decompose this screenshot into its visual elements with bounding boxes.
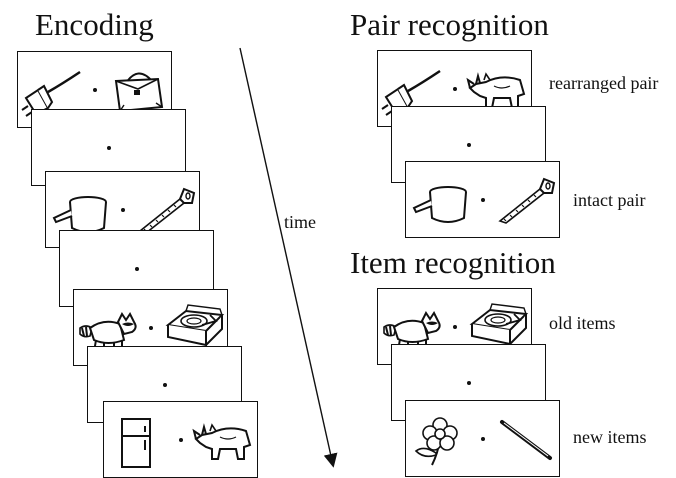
saw-icon [496,175,556,225]
record-player-icon [164,303,225,353]
fixation-dot [452,86,457,91]
refrigerator-icon [108,418,168,468]
flower-icon [410,417,470,467]
fixation-dot [480,436,485,441]
raccoon-icon [382,305,442,355]
new-items-label: new items [573,427,647,447]
fixation-dot [452,324,457,329]
fixation-dot [162,382,167,387]
fixation-dot [148,325,153,330]
fixation-dot [466,142,471,147]
handbag-icon [108,65,168,115]
intact-pair-label: intact pair [573,190,646,210]
rhinoceros-icon [466,64,528,114]
encoding-heading: Encoding [35,7,154,42]
fixation-dot [178,437,183,442]
record-player-icon [468,302,529,352]
rhinoceros-icon [192,415,254,465]
fixation-dot [106,145,111,150]
encoding-card-7 [103,401,258,478]
plug-icon [21,68,82,118]
rearranged-pair-label: rearranged pair [549,73,659,93]
pair-recognition-heading: Pair recognition [350,7,549,42]
pair-card-3 [405,161,560,238]
stick-icon [496,414,556,464]
time-label: time [284,212,316,232]
fixation-dot [466,380,471,385]
fixation-dot [480,197,485,202]
fixation-dot [92,87,97,92]
fixation-dot [120,207,125,212]
item-card-3 [405,400,560,477]
pot-icon [410,178,470,228]
fixation-dot [134,266,139,271]
pot-icon [50,188,110,238]
item-recognition-heading: Item recognition [350,245,556,280]
old-items-label: old items [549,313,616,333]
saw-icon [136,185,196,235]
